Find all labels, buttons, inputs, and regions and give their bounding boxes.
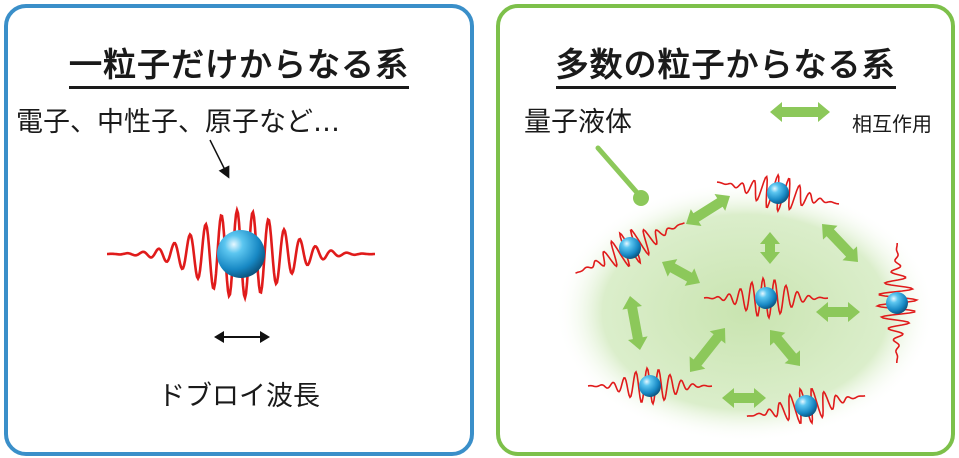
single-particle-title: 一粒子だけからなる系 (8, 38, 470, 89)
interaction-arrow-icon (722, 388, 766, 408)
interaction-label: 相互作用 (852, 112, 932, 136)
interaction-arrow-icon (760, 232, 780, 264)
quantum-liquid-label: 量子液体 (524, 107, 632, 138)
particle-ball (755, 287, 777, 309)
interaction-arrow-icon (770, 330, 800, 366)
many-particle-title: 多数の粒子からなる系 (500, 38, 951, 89)
particle-ball (767, 182, 789, 204)
interaction-arrows (622, 194, 860, 408)
wavelength-double-arrow-icon (214, 331, 270, 343)
interaction-legend-arrow-icon (770, 102, 830, 122)
single-particle-panel: 一粒子だけからなる系 電子、中性子、原子など… ドブロイ波長 (4, 4, 474, 456)
particle-ball (795, 395, 817, 417)
interaction-arrow-icon (689, 328, 726, 372)
de-broglie-wavelength-label: ドブロイ波長 (158, 381, 320, 412)
liquid-pointer (595, 145, 649, 206)
interaction-arrow-icon (816, 302, 860, 322)
particle-ball (639, 375, 661, 397)
particle-ball (619, 237, 641, 259)
interaction-legend-arrow-icon (770, 102, 830, 122)
particle-ball (217, 230, 265, 278)
particle-examples-label: 電子、中性子、原子など… (16, 107, 340, 138)
interaction-arrow-icon (622, 296, 648, 350)
particle-balls (619, 182, 908, 417)
pointer-arrow (209, 139, 230, 179)
interaction-arrow-icon (662, 259, 700, 286)
interaction-arrow-icon (822, 224, 858, 262)
particle-ball (886, 292, 908, 314)
interaction-arrow-icon (686, 194, 730, 226)
